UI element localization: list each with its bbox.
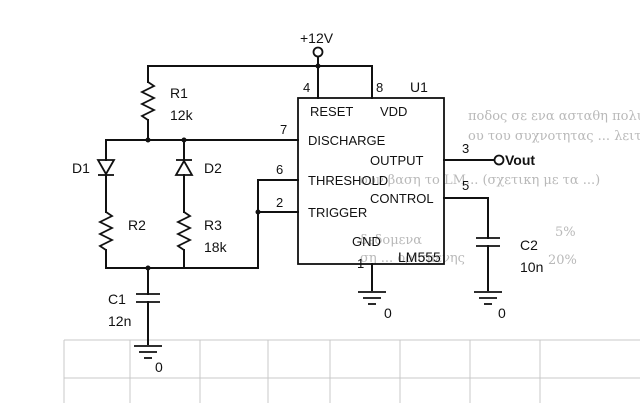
ground-ic: 0 <box>358 263 392 321</box>
pin-threshold-name: THRESHOLD <box>308 173 388 188</box>
capacitor-c1: C1 12n <box>108 267 160 345</box>
diode-d2: D2 <box>174 139 222 213</box>
ghost-line-2: ου του συχνοτητας ... λειτουργιας κυκλου… <box>468 129 640 144</box>
resistor-r2: R2 <box>97 211 146 269</box>
ghost-line-1: ποδος σε ενα ασταθη πολυδονητη. Στο σχημ… <box>468 109 640 124</box>
output-terminal: Vout <box>443 152 535 168</box>
top-rail-wire <box>147 63 373 99</box>
c1-ref: C1 <box>108 291 126 307</box>
capacitor-c2: C2 10n <box>443 197 543 291</box>
ground-c1: 0 <box>134 345 163 375</box>
pin-gnd-num: 1 <box>357 256 364 271</box>
ghost-line-3: ουν βαση το LM... (σχετικη με τα ...) <box>360 173 600 188</box>
c1-value: 12n <box>108 313 131 329</box>
r1-value: 12k <box>170 107 194 123</box>
r3-value: 18k <box>204 239 228 255</box>
pin-discharge-name: DISCHARGE <box>308 133 386 148</box>
ground-ic-label: 0 <box>384 305 392 321</box>
diode-d1: D1 <box>72 139 116 213</box>
discharge-node-wire <box>105 137 299 143</box>
supply-label: +12V <box>300 30 334 46</box>
pin-threshold-num: 6 <box>276 162 283 177</box>
ghost-line-4: δεδομενα <box>360 233 422 248</box>
pin-reset-num: 4 <box>303 80 310 95</box>
d1-ref: D1 <box>72 160 90 176</box>
pin-output-num: 3 <box>462 141 469 156</box>
r3-ref: R3 <box>204 217 222 233</box>
pin-control-name: CONTROL <box>370 191 434 206</box>
ghost-line-6: 5% <box>555 225 576 240</box>
r1-ref: R1 <box>170 85 188 101</box>
resistor-r1: R1 12k <box>139 65 194 141</box>
c2-ref: C2 <box>520 237 538 253</box>
pin-control-num: 5 <box>462 178 469 193</box>
c2-value: 10n <box>520 259 543 275</box>
pin-gnd-name: GND <box>352 234 381 249</box>
ground-c2-label: 0 <box>498 305 506 321</box>
output-label: Vout <box>505 152 535 168</box>
pin-trigger-name: TRIGGER <box>308 205 367 220</box>
d2-ref: D2 <box>204 160 222 176</box>
pin-vdd-num: 8 <box>376 80 383 95</box>
pin-output-name: OUTPUT <box>370 153 424 168</box>
ic-ref: U1 <box>410 79 428 95</box>
pin-trigger-num: 2 <box>276 195 283 210</box>
ic-lm555: U1 LM555 RESET VDD DISCHARGE OUTPUT THRE… <box>276 79 469 271</box>
resistor-r3: R3 18k <box>175 211 228 269</box>
pin-reset-name: RESET <box>310 104 353 119</box>
ground-c2: 0 <box>474 291 506 321</box>
pin-vdd-name: VDD <box>380 104 407 119</box>
ghost-line-5: ση ... ορισμενης <box>360 251 465 266</box>
ground-c1-label: 0 <box>155 359 163 375</box>
r2-ref: R2 <box>128 217 146 233</box>
ic-part: LM555 <box>398 249 441 265</box>
pin-discharge-num: 7 <box>280 122 287 137</box>
bleed-through-table <box>63 339 640 403</box>
ghost-line-7: 20% <box>548 253 577 268</box>
bleed-through-text: ποδος σε ενα ασταθη πολυδονητη. Στο σχημ… <box>360 109 640 268</box>
